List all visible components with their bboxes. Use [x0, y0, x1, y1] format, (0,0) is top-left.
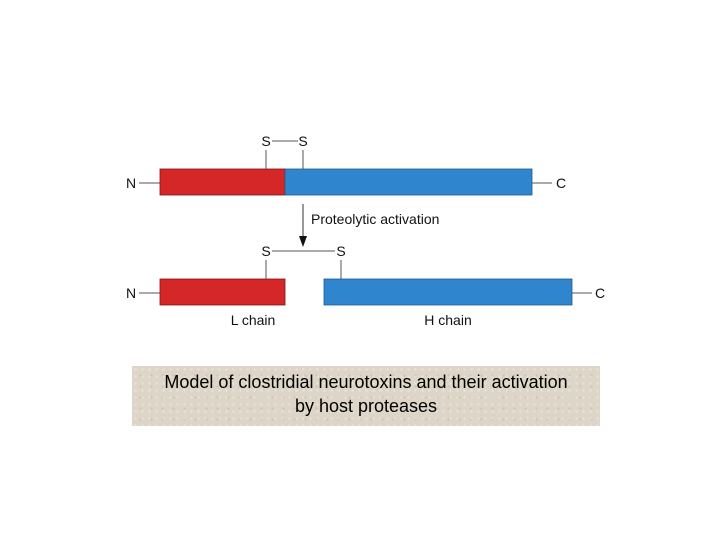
activation-arrow-head — [299, 236, 307, 247]
bottom-sulfur-left-label: S — [261, 243, 270, 259]
h-chain-label: H chain — [424, 312, 471, 328]
bottom-sulfur-right-label: S — [336, 243, 345, 259]
l-chain-label: L chain — [231, 312, 276, 328]
top-n-terminus-label: N — [126, 175, 136, 191]
proteolytic-activation-label: Proteolytic activation — [311, 211, 439, 227]
top-sulfur-right-label: S — [298, 133, 307, 149]
top-h-chain-segment — [284, 168, 533, 196]
top-c-terminus-label: C — [556, 175, 566, 191]
bottom-c-terminus-label: C — [595, 285, 605, 301]
bottom-l-chain-segment — [159, 278, 286, 306]
top-sulfur-left-label: S — [261, 133, 270, 149]
caption-box: Model of clostridial neurotoxins and the… — [132, 366, 600, 426]
single-chain-toxin: N C S S — [126, 133, 566, 196]
caption-line-2: by host proteases — [294, 396, 438, 416]
bottom-n-terminus-label: N — [126, 285, 136, 301]
activated-toxin: N C S S L chain H chain — [126, 243, 605, 328]
caption-line-1: Model of clostridial neurotoxins and the… — [164, 372, 568, 392]
bottom-h-chain-segment — [323, 278, 573, 306]
activation-arrow: Proteolytic activation — [299, 204, 439, 247]
top-l-chain-segment — [159, 168, 286, 196]
